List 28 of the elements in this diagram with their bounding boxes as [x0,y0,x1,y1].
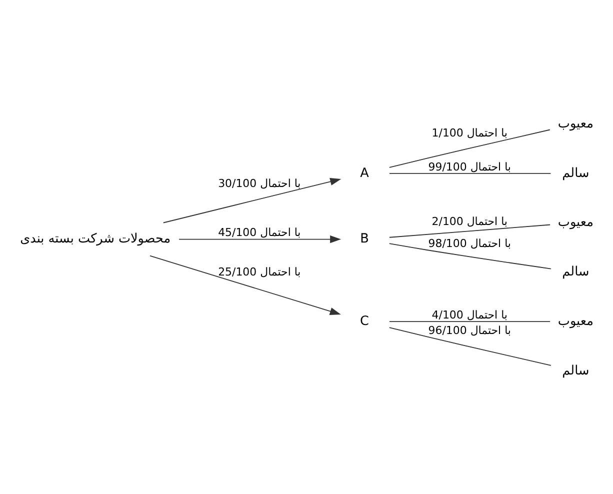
node-text: معیوب [558,116,594,131]
node-text: C [360,313,370,328]
connector [388,242,552,269]
edge-label: با احتمال 30/100 [218,176,301,190]
node-text: معیوب [558,313,594,328]
arrow [162,177,342,223]
node-text: سالم [562,362,590,378]
edge-label: با احتمال 45/100 [218,226,301,239]
edge-label: با احتمال 1/100 [432,126,508,140]
connector [389,172,552,174]
connector [388,128,550,168]
connector [388,326,552,366]
node-text: سالم [562,264,590,280]
edge-label: با احتمال 98/100 [428,236,511,250]
arrow [150,254,341,314]
edge-label: با احتمال 25/100 [218,264,301,278]
connector [389,320,551,322]
edge-label: با احتمال 2/100 [432,214,508,228]
connector [389,224,551,238]
edge-label: با احتمال 99/100 [428,160,511,173]
node-text: A [360,165,369,180]
node-text: سالم [562,165,590,180]
node-text: محصولات شرکت بسته بندی [20,231,171,246]
arrow [178,234,342,243]
node-text: معیوب [558,214,594,230]
edge-label: با احتمال 4/100 [432,308,508,321]
node-text: B [360,231,369,246]
edge-label: با احتمال 96/100 [428,323,511,336]
